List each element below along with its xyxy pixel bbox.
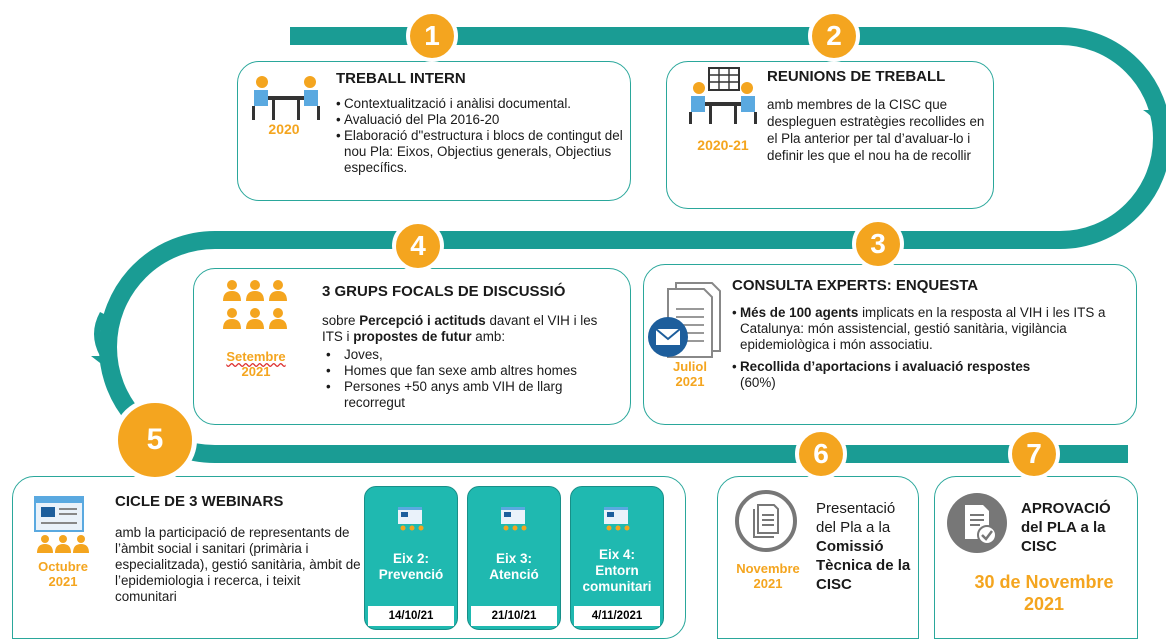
webinar-topic: Atenció — [489, 567, 539, 582]
step-7-number: 7 — [1008, 428, 1060, 480]
step-3-number: 3 — [852, 218, 904, 270]
webinar-date: 14/10/21 — [368, 606, 454, 626]
step-2-title: REUNIONS DE TREBALL — [767, 68, 946, 85]
webinar-eix: Eix 3: — [495, 551, 533, 566]
step-6-date: Novembre 2021 — [728, 561, 808, 591]
document-icon — [735, 490, 797, 552]
step-6-date-month: Novembre — [736, 561, 800, 576]
approved-document-icon — [947, 493, 1007, 553]
step-4-intro: sobre Percepció i actituds davant el VIH… — [322, 313, 620, 345]
webinar-icon — [604, 507, 630, 531]
step-1-number: 1 — [406, 10, 458, 62]
webinar-icon — [501, 507, 527, 531]
intro-bold: Percepció i actituds — [359, 313, 486, 328]
step-5-text: amb la participació de representants de … — [115, 525, 361, 604]
step-5-title: CICLE DE 3 WEBINARS — [115, 493, 284, 510]
webinar-date: 21/10/21 — [471, 606, 557, 626]
step-4-number: 4 — [392, 220, 444, 272]
step-3-date-month: Juliol — [673, 359, 707, 374]
step-4-date-year: 2021 — [241, 364, 271, 379]
step-6-text-plain: Presentació del Pla a la — [816, 500, 896, 536]
step-3-title: CONSULTA EXPERTS: ENQUESTA — [732, 277, 979, 294]
step-2-text: amb membres de la CISC que despleguen es… — [767, 97, 985, 163]
step-2-number: 2 — [808, 10, 860, 62]
intro-bold: propostes de futur — [353, 329, 472, 344]
list-item: Més de 100 agents implicats en la respos… — [732, 305, 1128, 353]
list-item: Persones +50 anys amb VIH de llarg recor… — [322, 379, 622, 411]
step-7-date: 30 de Novembre 2021 — [974, 572, 1114, 614]
intro-text: davant el VIH i les ITS i — [322, 313, 598, 344]
webinar-label: Eix 2:Prevenció — [365, 551, 457, 583]
step-6-date-year: 2021 — [753, 576, 783, 591]
intro-text: amb: — [471, 329, 506, 344]
bullet-text: (60%) — [740, 375, 776, 390]
bullet-bold: Més de 100 agents — [740, 305, 859, 320]
list-item: Contextualització i anàlisi documental. — [336, 96, 626, 112]
step-5-date-month: Octubre — [38, 559, 88, 574]
step-5-number: 5 — [113, 398, 197, 482]
step-7-title: APROVACIÓ del PLA a la CISC — [1021, 500, 1111, 555]
webinar-icon — [398, 507, 424, 531]
step-2-date: 2020-21 — [697, 137, 749, 153]
step-1-date: 2020 — [268, 121, 300, 137]
webinar-topic: Prevenció — [378, 567, 444, 582]
step-1-list: Contextualització i anàlisi documental. … — [336, 96, 626, 176]
list-item: Homes que fan sexe amb altres homes — [322, 363, 622, 379]
step-5-date-year: 2021 — [48, 574, 78, 589]
webinar-eix-2: Eix 2:Prevenció 14/10/21 — [364, 486, 458, 630]
list-item: Avaluació del Pla 2016-20 — [336, 112, 626, 128]
list-item: Recollida d’aportacions i avaluació resp… — [732, 359, 1128, 391]
step-3-list: Més de 100 agents implicats en la respos… — [732, 305, 1128, 391]
webinar-icon — [34, 496, 89, 553]
meeting-icon — [252, 76, 320, 120]
step-1-title: TREBALL INTERN — [336, 70, 466, 87]
step-4-date-month: Setembre — [226, 349, 286, 364]
webinar-eix-3: Eix 3:Atenció 21/10/21 — [467, 486, 561, 630]
step-4-list: Joves, Homes que fan sexe amb altres hom… — [322, 347, 622, 411]
step-3-date: Juliol 2021 — [664, 359, 716, 389]
step-6-number: 6 — [795, 428, 847, 480]
step-6-text: Presentació del Pla a la Comissió Tècnic… — [816, 499, 914, 594]
bullet-bold: Recollida d’aportacions i avaluació resp… — [740, 359, 1031, 374]
webinar-topic: Entorn comunitari — [582, 563, 652, 594]
webinar-label: Eix 3:Atenció — [468, 551, 560, 583]
group-icon — [223, 280, 287, 329]
list-item: Joves, — [322, 347, 622, 363]
step-4-date: Setembre 2021 — [208, 349, 304, 379]
webinar-eix-4: Eix 4:Entorn comunitari 4/11/2021 — [570, 486, 664, 630]
webinar-eix: Eix 4: — [598, 547, 636, 562]
webinar-label: Eix 4:Entorn comunitari — [571, 547, 663, 595]
step-4-title: 3 GRUPS FOCALS DE DISCUSSIÓ — [322, 283, 566, 300]
step-5-date: Octubre 2021 — [27, 559, 99, 589]
step-6-text-bold: Comissió Tècnica de la CISC — [816, 538, 911, 593]
document-envelope-icon — [648, 282, 721, 358]
step-3-card: Juliol 2021 CONSULTA EXPERTS: ENQUESTA M… — [643, 264, 1137, 425]
step-1-card: 2020 TREBALL INTERN Contextualització i … — [237, 61, 631, 201]
step-7-card: APROVACIÓ del PLA a la CISC 30 de Novemb… — [934, 476, 1138, 639]
bullet-text: implicats en la resposta al VIH i les IT… — [740, 305, 1106, 352]
step-4-card: Setembre 2021 3 GRUPS FOCALS DE DISCUSSI… — [193, 268, 631, 425]
list-item: Elaboració d"estructura i blocs de conti… — [336, 128, 626, 176]
webinar-date: 4/11/2021 — [574, 606, 660, 626]
intro-text: sobre — [322, 313, 360, 328]
webinar-eix: Eix 2: — [392, 551, 430, 566]
step-6-card: Novembre 2021 Presentació del Pla a la C… — [717, 476, 919, 639]
step-3-date-year: 2021 — [675, 374, 705, 389]
meeting-calendar-icon — [689, 67, 757, 124]
step-2-card: 2020-21 REUNIONS DE TREBALL amb membres … — [666, 61, 994, 209]
